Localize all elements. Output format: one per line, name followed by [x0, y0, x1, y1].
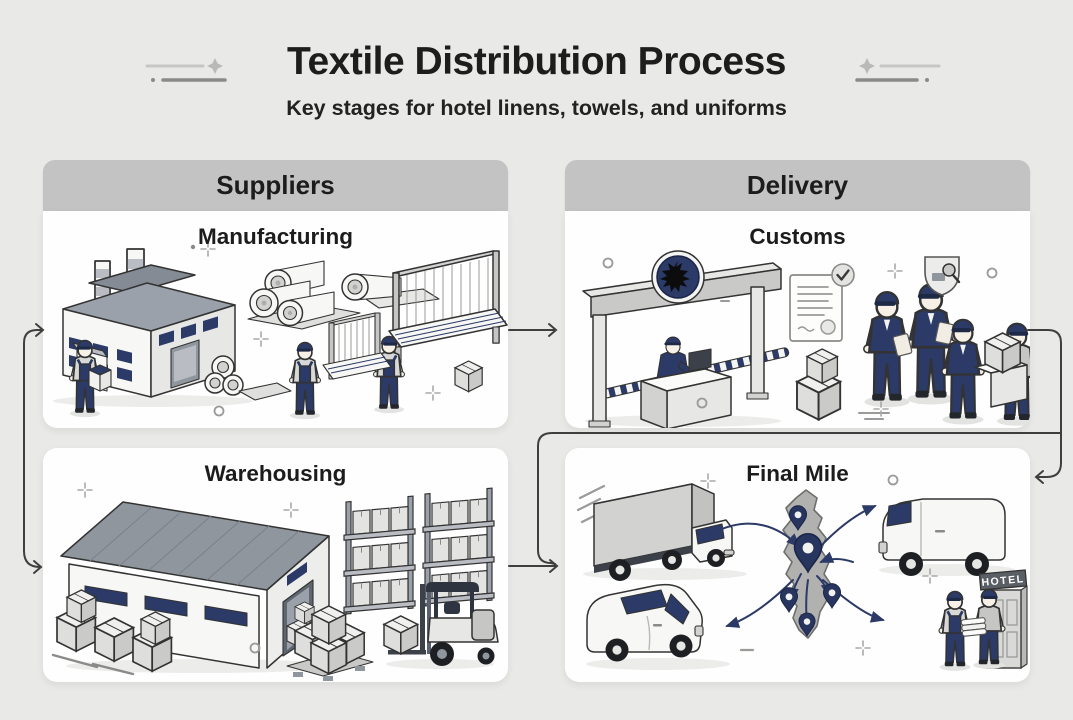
title-decoration-left — [145, 58, 227, 82]
final-mile-title: Final Mile — [746, 461, 849, 486]
border-gate-icon — [582, 250, 790, 428]
arrowhead-into-warehousing — [33, 560, 43, 574]
warehousing-illustration — [51, 482, 499, 681]
loom-workers-icon — [288, 312, 406, 421]
cargo-van-icon — [586, 583, 730, 670]
suppliers-header-label: Suppliers — [216, 170, 335, 200]
sparkle-icon — [253, 331, 269, 347]
fabric-roll-sheet-icon — [341, 273, 440, 309]
package-inspection-icon — [940, 318, 1030, 427]
column-header-delivery: Delivery — [565, 160, 1030, 211]
hotel-sign-label: HOTEL — [981, 573, 1025, 589]
delivery-van-icon — [878, 498, 1015, 576]
connector-left-loop — [23, 329, 42, 568]
manufacturing-title: Manufacturing — [198, 224, 353, 249]
customs-desk-officer-icon — [640, 336, 732, 428]
column-header-suppliers: Suppliers — [43, 160, 508, 211]
arrowhead-into-customs — [548, 323, 558, 337]
panel-customs: Customs — [565, 211, 1030, 428]
dot-decoration — [190, 244, 196, 250]
box-truck-icon — [576, 483, 747, 581]
hotel-delivery-icon: HOTEL — [937, 569, 1028, 673]
page-title: Textile Distribution Process — [287, 40, 786, 83]
forklift-icon — [383, 582, 499, 669]
customs-title: Customs — [749, 224, 846, 249]
fabric-rolls-icon — [204, 260, 440, 401]
sparkle-icon — [283, 502, 299, 518]
delivery-header-label: Delivery — [746, 170, 849, 200]
pallet-stack-icon — [286, 605, 374, 681]
panel-warehousing: Warehousing — [43, 448, 508, 682]
ring-decoration — [986, 267, 998, 279]
arrowhead-into-manufacturing — [35, 323, 45, 337]
sparkle-icon — [425, 385, 441, 401]
albania-map-icon — [714, 489, 885, 639]
warehousing-title: Warehousing — [204, 461, 347, 486]
warehouse-icon — [60, 501, 336, 673]
arrowhead-into-final-mile-left — [549, 559, 559, 573]
ring-decoration — [213, 405, 225, 417]
customs-officers-icon — [858, 283, 957, 420]
manufacturing-illustration — [53, 241, 508, 421]
check-badge-icon — [831, 263, 855, 287]
panel-manufacturing: Manufacturing — [43, 211, 508, 428]
customs-illustration — [582, 250, 1030, 428]
title-decoration-right — [855, 58, 941, 82]
sparkle-icon — [855, 640, 871, 656]
parcel-boxes-icon — [796, 348, 842, 421]
ring-decoration — [602, 257, 614, 269]
worker-carrying-box-icon — [68, 339, 112, 419]
pallet-boxes-icon — [51, 589, 173, 676]
linen-handoff-icon — [937, 588, 1006, 673]
page-subtitle: Key stages for hotel linens, towels, and… — [286, 96, 787, 120]
sparkle-icon — [887, 263, 903, 279]
eagle-emblem-icon — [651, 250, 705, 304]
panel-final-mile: Final Mile — [565, 448, 1030, 682]
stamped-document-icon — [789, 263, 855, 342]
arrowhead-into-final-mile-right — [1034, 470, 1044, 484]
warehouse-windows — [84, 585, 248, 627]
weaving-loom-icon — [388, 250, 508, 393]
connector-customs-right — [1027, 329, 1062, 478]
storage-rack-icon — [343, 495, 416, 615]
security-shield-icon — [924, 256, 961, 296]
